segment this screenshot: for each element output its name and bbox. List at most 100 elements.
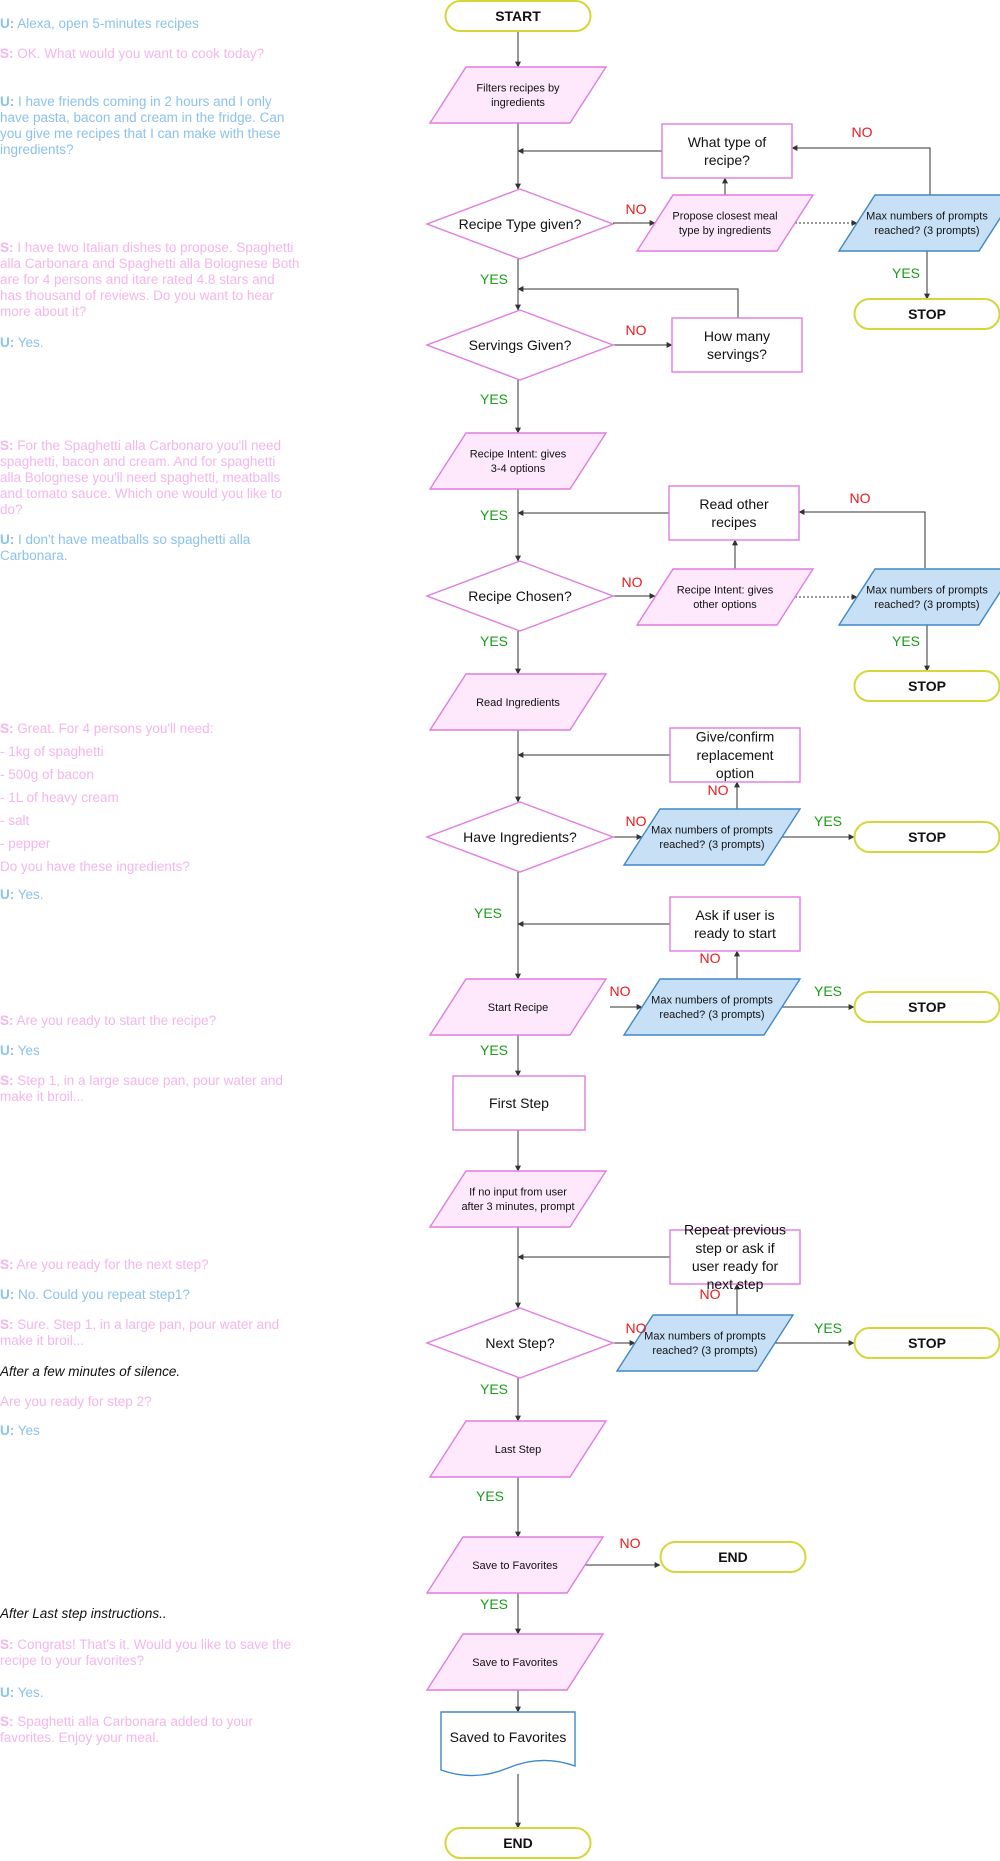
next-step-diamond-27-text: Next Step?	[485, 1335, 554, 1351]
dialog-line-19: U: No. Could you repeat step1?	[0, 1287, 300, 1303]
dialog-line-7: S: Great. For 4 persons you'll need:	[0, 721, 300, 737]
dialog-text: - salt	[0, 813, 30, 828]
edge-label-yes-13: YES	[814, 813, 842, 829]
dialog-text: For the Spaghetti alla Carbonaro you'll …	[0, 438, 283, 517]
dialog-speaker: U:	[0, 1287, 15, 1302]
edge-label-yes-10: YES	[892, 633, 920, 649]
dialog-text: No. Could you repeat step1?	[18, 1287, 190, 1302]
dialog-speaker: S:	[0, 1013, 14, 1028]
read-other-rect-10	[668, 485, 800, 541]
filter-para-1	[428, 66, 608, 124]
edge-label-yes-22: YES	[480, 1381, 508, 1397]
dialog-line-8: - 1kg of spaghetti	[0, 744, 300, 760]
dialog-line-16: U: Yes	[0, 1043, 300, 1059]
connector-3	[791, 145, 931, 196]
edge-label-yes-14: YES	[474, 905, 502, 921]
first-step-rect-24-text: First Step	[489, 1095, 549, 1111]
end-term-32	[659, 1541, 807, 1573]
have-ingredients-diamond-17	[425, 801, 615, 873]
dialog-text: Are you ready for step 2?	[0, 1394, 152, 1409]
max-prompts-para-28	[615, 1314, 795, 1372]
dialog-speaker: S:	[0, 1257, 14, 1272]
dialog-text: - 500g of bacon	[0, 767, 94, 782]
edge-label-yes-5: YES	[480, 391, 508, 407]
edge-label-yes-18: YES	[480, 1042, 508, 1058]
type-given-diamond-3-text: Recipe Type given?	[459, 216, 582, 232]
dialog-line-11: - salt	[0, 813, 300, 829]
save-favorites-para-33	[425, 1633, 605, 1691]
give-confirm-rect-16	[669, 727, 801, 783]
dialog-speaker: S:	[0, 438, 14, 453]
max-prompts-para-18	[622, 808, 802, 866]
end-term-32-text: END	[718, 1549, 748, 1565]
dialog-line-25: S: Congrats! That's it. Would you like t…	[0, 1637, 300, 1669]
edge-label-yes-9: YES	[480, 633, 508, 649]
dialog-line-22: Are you ready for step 2?	[0, 1394, 300, 1410]
dialog-line-15: S: Are you ready to start the recipe?	[0, 1013, 300, 1029]
end-term-35-text: END	[503, 1835, 533, 1851]
last-step-para-30-text: Last Step	[495, 1444, 541, 1456]
repeat-prev-rect-26	[669, 1229, 801, 1285]
edge-label-no-11: NO	[708, 782, 729, 798]
dialog-speaker: U:	[0, 16, 15, 31]
dialog-text: - 1L of heavy cream	[0, 790, 119, 805]
dialog-text: Spaghetti alla Carbonara added to your f…	[0, 1714, 253, 1745]
intent-other-para-12	[635, 568, 815, 626]
dialog-line-20: S: Sure. Step 1, in a large pan, pour wa…	[0, 1317, 300, 1349]
dialog-text: Alexa, open 5-minutes recipes	[17, 16, 199, 31]
ask-ready-rect-20	[669, 896, 801, 952]
dialog-speaker: S:	[0, 721, 14, 736]
start-term-0	[444, 0, 592, 32]
dialog-line-18: S: Are you ready for the next step?	[0, 1257, 300, 1273]
dialog-text: Great. For 4 persons you'll need:	[17, 721, 214, 736]
dialog-line-27: S: Spaghetti alla Carbonara added to you…	[0, 1714, 300, 1746]
stop-term-19-text: STOP	[908, 829, 946, 845]
dialog-line-2: U: I have friends coming in 2 hours and …	[0, 94, 300, 158]
stop-term-6-text: STOP	[908, 306, 946, 322]
dialog-line-26: U: Yes.	[0, 1685, 300, 1701]
intent-options-para-9	[428, 432, 608, 490]
have-ingredients-diamond-17-text: Have Ingredients?	[463, 829, 577, 845]
dialog-speaker: S:	[0, 1073, 14, 1088]
no-input-para-25	[428, 1170, 608, 1228]
dialog-line-13: Do you have these ingredients?	[0, 859, 300, 875]
dialog-speaker: U:	[0, 887, 15, 902]
dialog-text: I have friends coming in 2 hours and I o…	[0, 94, 285, 157]
what-type-rect-2	[661, 123, 793, 179]
dialog-speaker: U:	[0, 335, 15, 350]
dialog-speaker: S:	[0, 1637, 14, 1652]
first-step-rect-24	[452, 1075, 586, 1131]
dialog-text: Yes.	[17, 335, 44, 350]
dialog-text: Step 1, in a large sauce pan, pour water…	[0, 1073, 283, 1104]
dialog-line-6: U: I don't have meatballs so spaghetti a…	[0, 532, 300, 564]
dialog-line-0: U: Alexa, open 5-minutes recipes	[0, 16, 300, 32]
dialog-text: After a few minutes of silence.	[0, 1364, 181, 1379]
connector-9	[517, 286, 739, 318]
start-recipe-para-21-text: Start Recipe	[488, 1002, 549, 1014]
dialog-speaker: S:	[0, 1317, 14, 1332]
edge-label-yes-3: YES	[892, 265, 920, 281]
connector-14	[798, 509, 926, 568]
stop-term-14-text: STOP	[908, 678, 946, 694]
dialog-text: Yes	[17, 1043, 40, 1058]
recipe-chosen-diamond-11-text: Recipe Chosen?	[468, 588, 572, 604]
dialog-text: Congrats! That's it. Would you like to s…	[0, 1637, 291, 1668]
dialog-text: Yes.	[17, 887, 44, 902]
dialog-speaker: U:	[0, 94, 15, 109]
last-step-para-30	[428, 1420, 608, 1478]
edge-label-yes-2: YES	[480, 271, 508, 287]
dialog-line-12: - pepper	[0, 836, 300, 852]
dialog-line-10: - 1L of heavy cream	[0, 790, 300, 806]
